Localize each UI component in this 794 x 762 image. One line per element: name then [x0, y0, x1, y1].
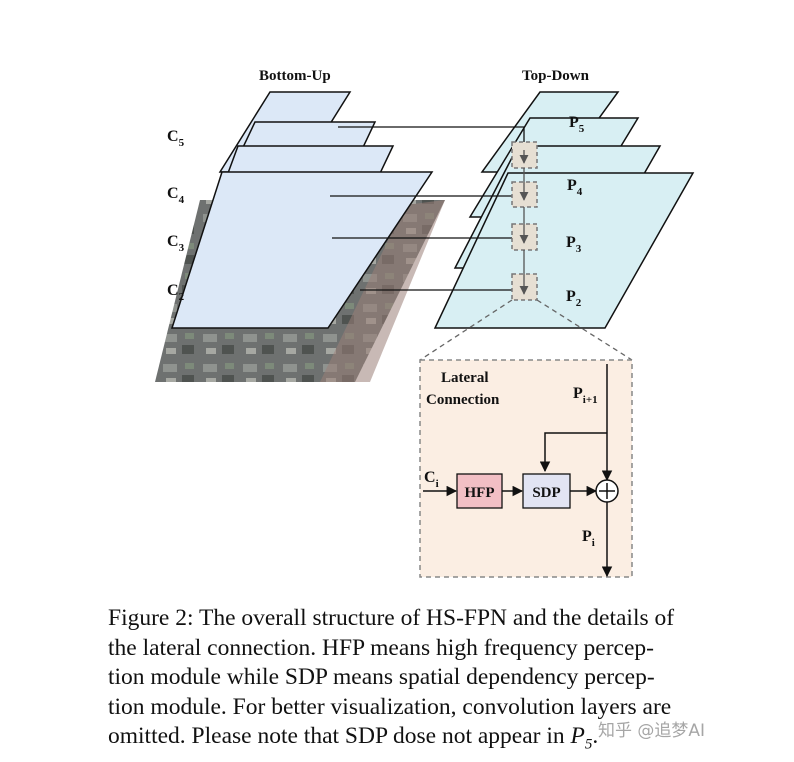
zoom-line-right	[536, 299, 633, 361]
detail-title-line1: Lateral	[441, 370, 488, 386]
zoom-line-left	[419, 299, 513, 361]
label-c3: C3	[167, 233, 185, 254]
label-c2: C2	[167, 282, 185, 303]
lateral-line-c5	[338, 126, 525, 142]
sdp-label: SDP	[532, 485, 560, 501]
caption-line-4: tion module. For better visualization, c…	[108, 693, 672, 720]
caption-math-p5: P5	[570, 723, 593, 753]
watermark: 知乎 @追梦AI	[598, 721, 706, 741]
caption-line-5: omitted. Please note that SDP dose not a…	[108, 722, 744, 760]
label-p3: P3	[566, 234, 582, 255]
label-p4: P4	[567, 177, 583, 198]
label-p5: P5	[569, 114, 585, 135]
hfp-label: HFP	[465, 485, 495, 501]
detail-title-line2: Connection	[426, 392, 500, 408]
lateral-connection-detail	[419, 359, 633, 578]
hfp-block	[456, 473, 503, 509]
caption-line-3: tion module while SDP means spatial depe…	[108, 664, 655, 690]
caption-line-1: Figure 2: The overall structure of HS-FP…	[108, 605, 675, 631]
aerial-roof-strip	[320, 200, 445, 382]
detail-input-label: Ci	[424, 469, 439, 490]
bottom-up-plane-c2	[170, 171, 434, 329]
figure-caption: Figure 2: The overall structure of HS-FP…	[108, 604, 744, 760]
detail-branch-line	[539, 432, 607, 473]
caption-line-2: the lateral connection. HFP means high f…	[108, 634, 654, 661]
caption-line-5-text: omitted. Please note that SDP dose not a…	[108, 723, 565, 749]
sdp-block	[522, 473, 571, 509]
label-p2: P2	[566, 288, 582, 309]
bottom-up-label: Bottom-Up	[259, 68, 331, 84]
top-down-plane-p2	[433, 172, 695, 329]
label-c5: C5	[167, 128, 185, 149]
label-c4: C4	[167, 185, 185, 206]
top-down-label: Top-Down	[522, 68, 590, 84]
caption-line-5-end: .	[592, 723, 599, 749]
detail-upper-label: Pi+1	[573, 385, 598, 406]
hs-fpn-figure: Bottom-Up Top-Down C5 C4 C3 C2 P5 P4 P3 …	[155, 68, 695, 578]
detail-output-label: Pi	[582, 528, 595, 549]
